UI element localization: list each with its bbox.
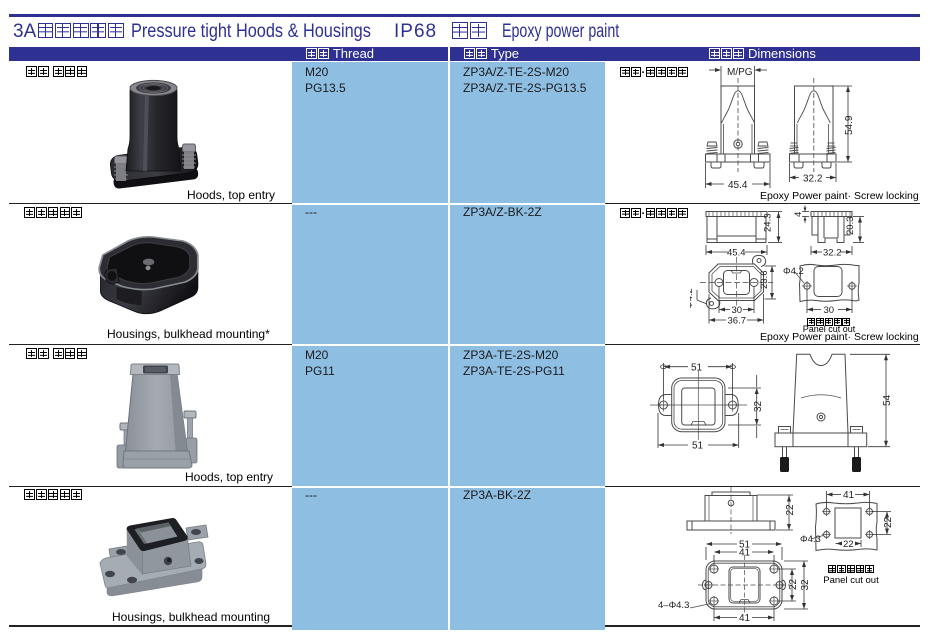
svg-text:22: 22 <box>843 539 854 550</box>
svg-text:41: 41 <box>843 490 855 501</box>
svg-text:41: 41 <box>739 613 751 624</box>
svg-text:45.4: 45.4 <box>728 180 748 191</box>
svg-text:51: 51 <box>691 363 703 374</box>
svg-text:54: 54 <box>882 394 893 406</box>
svg-text:36.7: 36.7 <box>728 316 747 327</box>
svg-text:Φ4.2: Φ4.2 <box>783 266 804 277</box>
svg-text:24.3: 24.3 <box>763 214 774 233</box>
svg-text:45.4: 45.4 <box>727 248 746 259</box>
svg-text:22: 22 <box>785 504 796 516</box>
svg-text:22: 22 <box>788 578 799 590</box>
svg-text:32.2: 32.2 <box>803 174 823 185</box>
svg-text:54.9: 54.9 <box>844 115 855 135</box>
svg-text:30: 30 <box>824 305 835 316</box>
svg-text:M/PG: M/PG <box>727 67 753 78</box>
svg-text:32: 32 <box>753 400 764 412</box>
svg-text:23.6: 23.6 <box>759 271 770 290</box>
svg-text:Φ4.3: Φ4.3 <box>800 534 821 545</box>
svg-text:4: 4 <box>793 212 804 217</box>
svg-text:32: 32 <box>800 579 811 591</box>
svg-text:41: 41 <box>739 548 751 559</box>
svg-text:51: 51 <box>692 441 704 452</box>
svg-text:22: 22 <box>883 516 894 528</box>
svg-text:30: 30 <box>732 305 743 316</box>
svg-text:20.3: 20.3 <box>845 217 856 236</box>
svg-text:32.2: 32.2 <box>823 248 842 259</box>
svg-text:4–Φ4.3: 4–Φ4.3 <box>658 600 689 611</box>
svg-text:Φ4.2: Φ4.2 <box>690 288 695 309</box>
svg-text:51: 51 <box>739 540 751 551</box>
